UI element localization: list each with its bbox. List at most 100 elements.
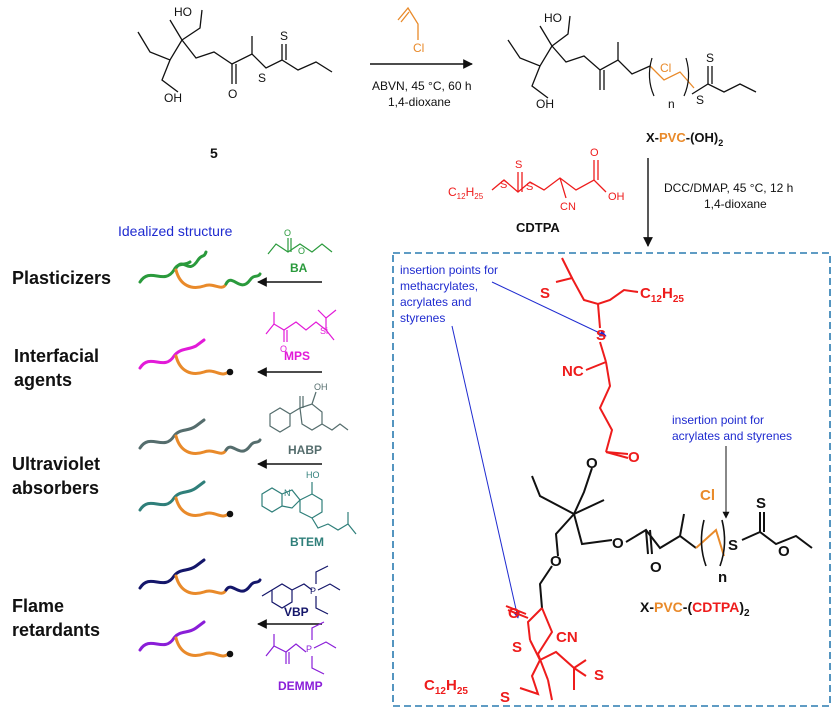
macro-raft-box: [392, 252, 831, 707]
pvc-repeat-unit: [649, 65, 695, 89]
monomer-ba: [267, 238, 333, 255]
monomer-habp: [269, 391, 349, 433]
trithiocarbonate-bottom: [519, 659, 541, 696]
ester-oxygen: O: [586, 455, 598, 472]
hydroxyl-label: OH: [314, 382, 328, 392]
hydroxyl-label: OH: [536, 97, 554, 111]
nitrile-label: CN: [556, 629, 578, 646]
sulfur-label: S: [728, 537, 738, 554]
coupling-solvent: 1,4-dioxane: [704, 197, 767, 211]
macro-raft-label: X-PVC-(CDTPA)2: [640, 599, 750, 619]
chlorine-label: Cl: [660, 61, 671, 75]
monomer-name-vbp: VBP: [284, 605, 309, 619]
polymer-cartoon-demmp: [138, 620, 234, 658]
monomer-name-ba: BA: [290, 261, 308, 275]
sulfur-label: S: [512, 639, 522, 656]
svg-text:acrylates and: acrylates and: [400, 295, 471, 309]
compound-5: [137, 9, 333, 93]
carbonyl-oxygen: O: [228, 87, 237, 101]
ester-oxygen: O: [550, 553, 562, 570]
chlorine-label: Cl: [413, 41, 424, 55]
trithiocarbonate-bottom: [573, 667, 587, 677]
repeat-count: n: [668, 97, 675, 111]
carbonyl-oxygen: O: [508, 605, 520, 622]
insertion-note-right: insertion point for acrylates and styren…: [672, 413, 792, 443]
sulfur-label: S: [280, 29, 288, 43]
reaction-conditions: ABVN, 45 °C, 60 h: [372, 79, 472, 93]
oxygen-label: O: [280, 344, 287, 354]
ester-oxygen: O: [612, 535, 624, 552]
cdtpa-name: CDTPA: [516, 220, 560, 235]
nitrogen-label: N: [284, 488, 291, 498]
phosphorus-label: P: [306, 644, 312, 654]
category-uv-absorbers: Ultraviolet: [12, 454, 100, 474]
category-flame-retardants: Flame: [12, 596, 64, 616]
oxygen-label: O: [298, 246, 305, 256]
polymer-cartoon-vbp: [138, 558, 262, 595]
sulfur-label: S: [515, 159, 522, 171]
insertion-pointer: [491, 281, 607, 337]
nitrile-label: NC: [562, 363, 584, 380]
repeat-bracket: [683, 57, 690, 97]
sulfur-label: S: [706, 51, 714, 65]
nitrile-label: CN: [560, 201, 576, 213]
sulfur-label: S: [500, 689, 510, 706]
polymer-cartoon-mps: [138, 338, 234, 376]
cdtpa-arm-bottom: [505, 605, 554, 701]
carbonyl-oxygen: O: [590, 147, 599, 159]
vinyl-chloride-monomer: [397, 6, 419, 40]
sulfur-label: S: [696, 93, 704, 107]
sulfur-label: S: [756, 495, 766, 512]
alkyl-chain-label: C12H25: [640, 285, 684, 305]
monomer-name-demmp: DEMMP: [278, 679, 323, 693]
trithiocarbonate-bottom: [539, 650, 575, 690]
ether-oxygen: O: [778, 543, 790, 560]
repeat-bracket: [700, 519, 707, 567]
trithiocarbonate-bottom: [573, 659, 587, 669]
reaction-solvent: 1,4-dioxane: [388, 95, 451, 109]
oxygen-label: O: [284, 228, 291, 238]
repeat-bracket: [648, 57, 655, 97]
monomer-btem: [261, 482, 357, 535]
repeat-count: n: [718, 569, 727, 586]
carbonyl-oxygen: O: [628, 449, 640, 466]
svg-text:acrylates and styrenes: acrylates and styrenes: [672, 429, 792, 443]
hydroxyl-label: HO: [544, 11, 562, 25]
svg-text:styrenes: styrenes: [400, 311, 445, 325]
pentaerythritol-core: [531, 467, 697, 609]
sulfur-label: S: [594, 667, 604, 684]
repeat-bracket: [719, 519, 726, 567]
hydroxyl-label: HO: [174, 5, 192, 19]
trithiocarbonate-end: [741, 512, 813, 549]
polymer-cartoon-ba: [138, 250, 262, 289]
monomer-vbp: [261, 565, 341, 615]
polymer-cartoon-btem: [138, 480, 234, 518]
acid-hydroxyl: OH: [608, 191, 625, 203]
svg-text:insertion point for: insertion point for: [672, 413, 764, 427]
category-interfacial-agents: Interfacial: [14, 346, 99, 366]
sulfur-label: S: [500, 179, 507, 191]
phosphorus-label: P: [310, 586, 316, 596]
propanoate-chain: [598, 361, 614, 453]
insertion-pointer: [451, 325, 521, 619]
sulfur-label: S: [596, 327, 606, 344]
coupling-conditions: DCC/DMAP, 45 °C, 12 h: [664, 181, 793, 195]
product-x-pvc-oh2: [507, 15, 757, 99]
hydroxyl-label: HO: [306, 470, 320, 480]
alkyl-chain-label: C12H25: [448, 185, 484, 201]
cdtpa-structure: [491, 160, 607, 199]
category-plasticizers: Plasticizers: [12, 268, 111, 288]
category-flame-retardants-line2: retardants: [12, 620, 100, 640]
svg-text:insertion points for: insertion points for: [400, 263, 498, 277]
monomer-name-habp: HABP: [288, 443, 322, 457]
carbonyl-oxygen: O: [650, 559, 662, 576]
product-label: X-PVC-(OH)2: [646, 130, 723, 148]
silicon-label: Si: [320, 326, 328, 336]
hydroxyl-label: OH: [164, 91, 182, 105]
polymer-cartoon-habp: [138, 418, 262, 455]
monomer-demmp: [265, 621, 337, 675]
monomer-name-mps: MPS: [284, 349, 310, 363]
sulfur-label: S: [540, 285, 550, 302]
pvc-repeat-unit: [695, 528, 725, 557]
category-uv-absorbers-line2: absorbers: [12, 478, 99, 498]
